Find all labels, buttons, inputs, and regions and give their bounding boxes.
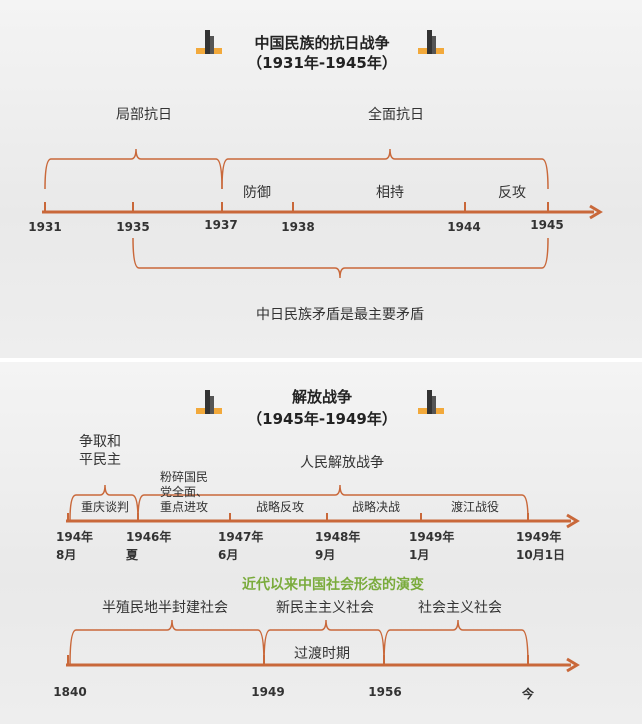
year-label: 1840 xyxy=(53,685,87,699)
section-title: 近代以来中国社会形态的演变 xyxy=(242,577,424,593)
segment-label: 战略反攻 xyxy=(255,500,305,514)
date-label: 1月 xyxy=(409,548,430,562)
year-label: 1931 xyxy=(28,220,62,234)
date-label: 1949年 xyxy=(516,530,562,544)
date-label: 9月 xyxy=(315,548,336,562)
date-label: 1946年 xyxy=(126,530,172,544)
bar-building-icon xyxy=(196,388,222,416)
date-label: 194年 xyxy=(56,530,94,544)
year-label: 1956 xyxy=(368,685,402,699)
anti-japanese-war-panel xyxy=(0,0,642,358)
date-label: 1948年 xyxy=(315,530,361,544)
date-label: 10月1日 xyxy=(516,548,566,562)
arrow-icon xyxy=(566,657,580,673)
society-label: 社会主义社会 xyxy=(418,600,502,616)
arrow-icon xyxy=(589,204,603,220)
bracket xyxy=(383,619,529,666)
year-label: 今 xyxy=(521,687,535,701)
date-label: 6月 xyxy=(218,548,239,562)
bracket xyxy=(132,237,549,279)
year-label: 1937 xyxy=(204,218,238,232)
panel1-title: 中国民族的抗日战争 xyxy=(254,34,390,52)
peoples-liberation-war-label: 人民解放战争 xyxy=(300,455,384,471)
year-label: 1945 xyxy=(530,218,564,232)
date-label: 1947年 xyxy=(218,530,264,544)
stage-label: 相持 xyxy=(376,185,404,201)
panel2-title: 解放战争 xyxy=(291,388,353,406)
panel2-subtitle: （1945年-1949年） xyxy=(247,410,397,428)
date-label: 8月 xyxy=(56,548,77,562)
segment-label: 重庆谈判 xyxy=(80,500,130,514)
society-label: 半殖民地半封建社会 xyxy=(102,600,228,616)
bracket xyxy=(44,148,223,190)
year-label: 1938 xyxy=(281,220,315,234)
stage-label: 反攻 xyxy=(498,185,526,201)
bar-building-icon xyxy=(418,28,444,56)
phase-label: 全面抗日 xyxy=(368,107,424,123)
main-contradiction-label: 中日民族矛盾是最主要矛盾 xyxy=(256,307,424,323)
segment-label: 渡江战役 xyxy=(450,500,500,514)
segment-label: 战略决战 xyxy=(351,500,401,514)
bracket xyxy=(69,484,139,521)
transition-label: 过渡时期 xyxy=(294,646,350,662)
date-label: 1949年 xyxy=(409,530,455,544)
bracket xyxy=(69,619,265,666)
phase-label: 局部抗日 xyxy=(116,107,172,123)
stage-label: 防御 xyxy=(243,185,271,201)
bracket xyxy=(137,484,529,521)
segment-label: 粉碎国民党全面、重点进攻 xyxy=(160,470,209,514)
bar-building-icon xyxy=(418,388,444,416)
bracket xyxy=(263,619,385,666)
year-label: 1944 xyxy=(447,220,481,234)
bracket xyxy=(221,148,549,190)
panel1-subtitle: （1931年-1945年） xyxy=(247,54,397,72)
date-label: 夏 xyxy=(126,548,139,562)
arrow-icon xyxy=(566,513,580,529)
year-label: 1949 xyxy=(251,685,285,699)
bar-building-icon xyxy=(196,28,222,56)
society-label: 新民主主义社会 xyxy=(276,600,374,616)
peace-democracy-label: 争取和平民主 xyxy=(79,434,121,468)
year-label: 1935 xyxy=(116,220,150,234)
